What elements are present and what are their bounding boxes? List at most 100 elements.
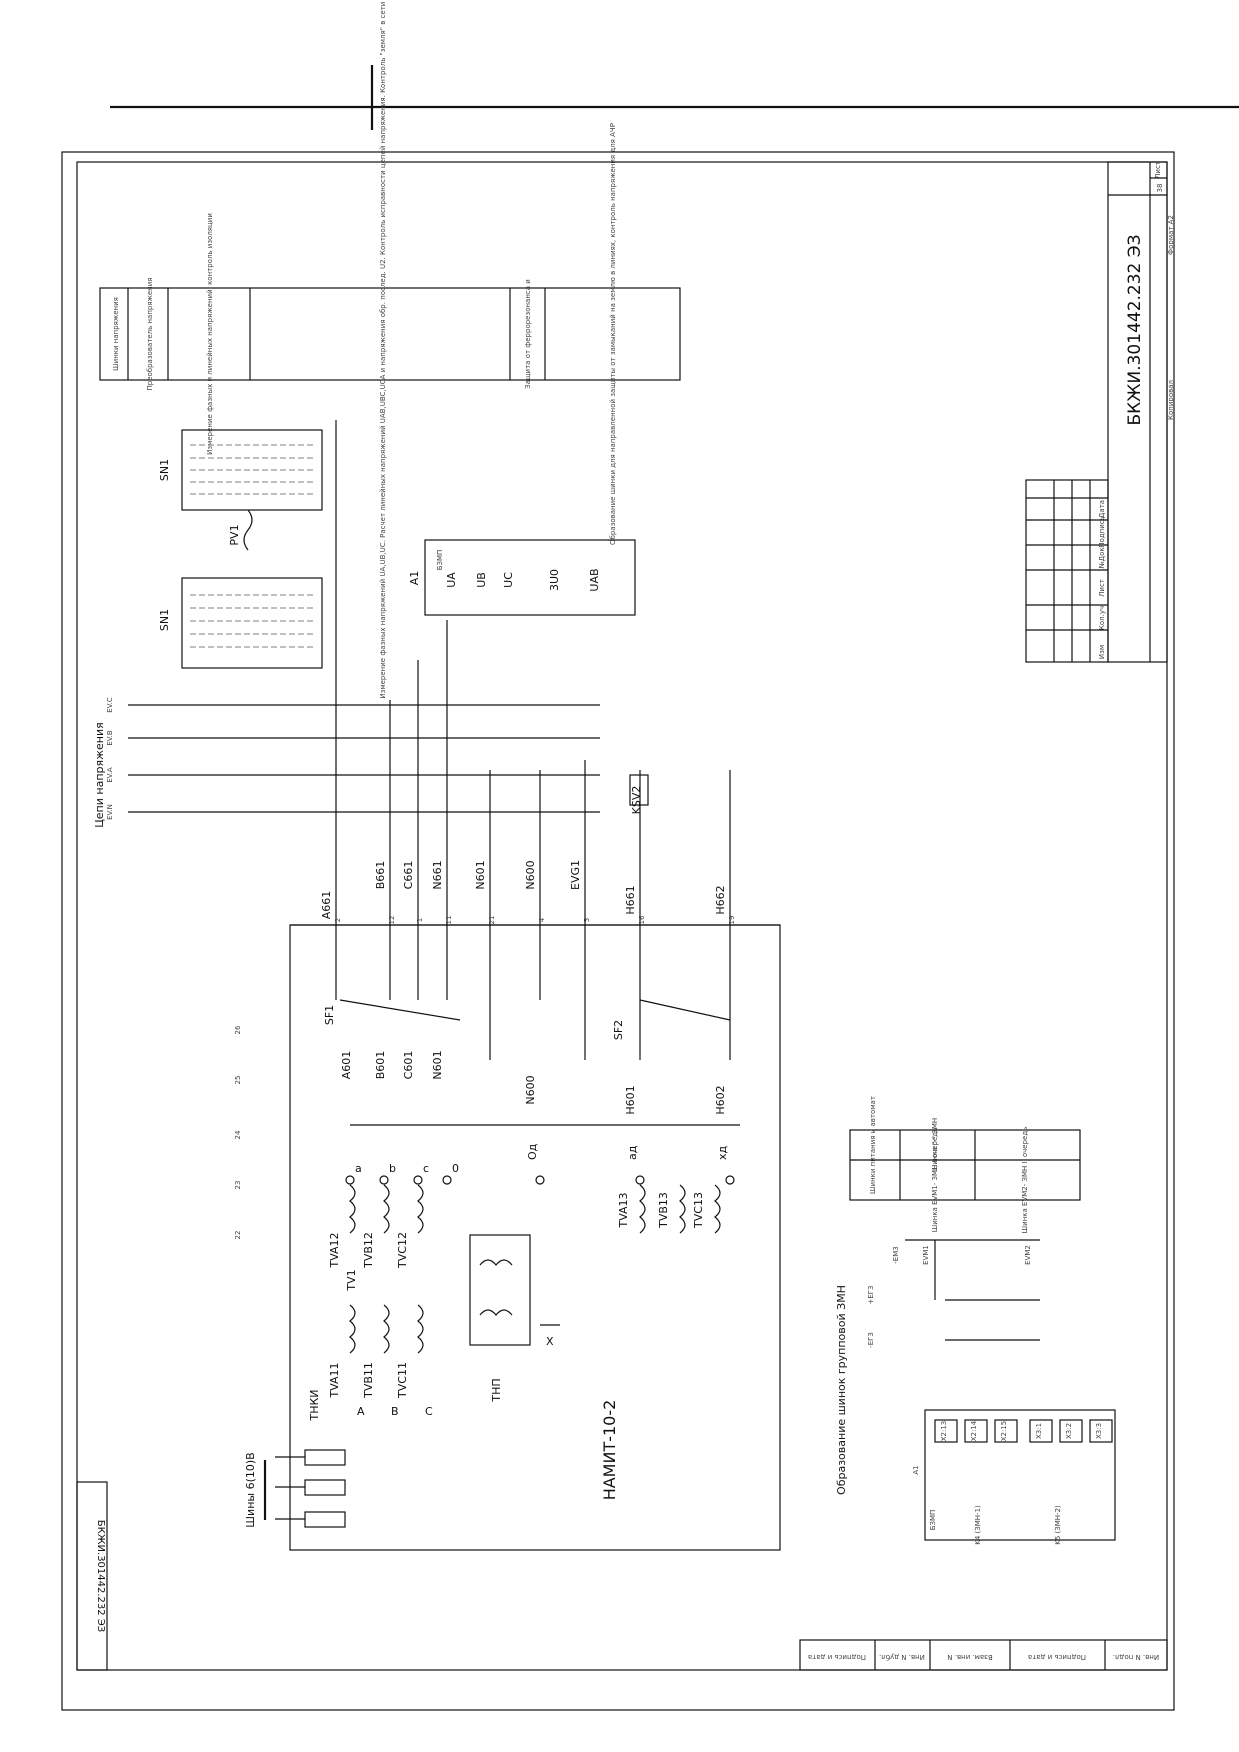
function-cell-4: Измерение фазных напряжений UA,UB,UC. Ра… (379, 0, 387, 699)
conductors: A661 B661 C661 N661 N601 N600 EVG1 H661 … (320, 420, 731, 1060)
svg-text:11: 11 (445, 916, 453, 925)
svg-text:B661: B661 (374, 861, 387, 890)
svg-text:2: 2 (334, 918, 342, 922)
function-cell-5: Защита от феррорезонанса и (524, 279, 532, 389)
svg-text:UB: UB (475, 572, 488, 588)
a1-bzmp-block: A1 БЗМП UA UB UC 3U0 UAB (408, 539, 636, 616)
svg-text:A661: A661 (320, 891, 333, 920)
svg-text:N600: N600 (524, 860, 537, 889)
svg-text:EV.B: EV.B (106, 730, 114, 746)
svg-text:N661: N661 (431, 860, 444, 889)
sf1-breaker: SF1 (323, 999, 461, 1025)
svg-text:SF1: SF1 (323, 1005, 336, 1025)
svg-text:UC: UC (502, 572, 515, 588)
svg-text:Кол.уч: Кол.уч (1098, 606, 1106, 630)
svg-text:X3:3: X3:3 (1095, 1423, 1103, 1439)
svg-text:b: b (389, 1162, 396, 1175)
svg-text:хд: хд (716, 1145, 729, 1160)
svg-text:Копировал: Копировал (1167, 380, 1175, 420)
svg-text:Шинки питания и автомат: Шинки питания и автомат (869, 1096, 877, 1194)
windings-additional: TVA13 TVB13 TVC13 (617, 1184, 721, 1234)
side-document-code: БКЖИ.301442.232 ЭЗ (95, 1520, 106, 1632)
svg-text:Од: Од (526, 1143, 539, 1160)
sn1-switch-top: SN1 (158, 429, 323, 511)
svg-text:B: B (391, 1405, 399, 1418)
svg-text:TVA12: TVA12 (328, 1232, 341, 1268)
svg-text:БЗМП: БЗМП (929, 1510, 937, 1531)
svg-text:TVA13: TVA13 (617, 1192, 630, 1228)
svg-text:C: C (425, 1405, 433, 1418)
svg-text:A1: A1 (408, 571, 421, 586)
svg-text:5: 5 (583, 918, 591, 922)
function-table: Шинки напряжения Преобразователь напряже… (99, 0, 681, 699)
group-zmn-buses: Образование шинок групповой ЗМН -EМ3 EVM… (835, 1239, 1040, 1495)
svg-text:ТНП: ТНП (490, 1378, 503, 1402)
svg-text:TVA11: TVA11 (328, 1362, 341, 1398)
svg-text:K5 (ЗМН-2): K5 (ЗМН-2) (1054, 1505, 1062, 1545)
svg-text:H602: H602 (714, 1085, 727, 1114)
svg-text:KSV2: KSV2 (630, 786, 643, 815)
function-cell-3: Измерение фазных и линейных напряжений, … (206, 213, 214, 455)
svg-text:ТНКИ: ТНКИ (308, 1389, 321, 1421)
svg-text:EVG1: EVG1 (569, 860, 582, 890)
outer-frame (61, 151, 1175, 1711)
svg-text:22: 22 (234, 1231, 242, 1240)
svg-text:X: X (546, 1335, 554, 1348)
svg-text:Формат А2: Формат А2 (1167, 215, 1175, 255)
svg-text:TVC13: TVC13 (692, 1192, 705, 1229)
svg-text:A1: A1 (912, 1465, 920, 1474)
svg-text:TVC11: TVC11 (396, 1362, 409, 1399)
svg-text:Дата: Дата (1098, 500, 1106, 518)
svg-text:N600: N600 (524, 1075, 537, 1104)
svg-text:26: 26 (234, 1025, 242, 1034)
secondary-terminals: a b c 0 Од ад хд (345, 1143, 735, 1185)
function-cell-6: Образование шинки для направленной защит… (609, 123, 617, 545)
svg-text:EVM2: EVM2 (1024, 1245, 1032, 1265)
svg-text:a: a (355, 1162, 362, 1175)
svg-text:0: 0 (452, 1162, 459, 1175)
svg-text:C661: C661 (402, 861, 415, 890)
svg-text:X2:13: X2:13 (940, 1421, 948, 1442)
tnp-transformer: ТНП X TV1 (345, 1234, 560, 1403)
svg-text:K4 (ЗМН-1): K4 (ЗМН-1) (974, 1505, 982, 1545)
svg-text:N601: N601 (431, 1050, 444, 1079)
voltage-circuit-buses: Цепи напряжения EV.C EV.B EV.A EV.N (93, 697, 600, 828)
svg-text:19: 19 (728, 916, 736, 925)
svg-text:БЗМП: БЗМП (436, 550, 444, 571)
svg-text:Шины 6(10)В: Шины 6(10)В (244, 1452, 257, 1527)
svg-text:Инв. N подл.: Инв. N подл. (1113, 1653, 1159, 1661)
svg-text:Шинка EVМ2- ЗМН II очередь: Шинка EVМ2- ЗМН II очередь (1021, 1127, 1029, 1234)
svg-text:SN1: SN1 (158, 609, 171, 631)
xp1-connector-row: 2 12 1 11 21 4 5 16 19 (290, 915, 780, 926)
svg-text:UA: UA (445, 572, 458, 588)
hv-bus-6-10kv: Шины 6(10)В (244, 1449, 346, 1528)
svg-text:TVB11: TVB11 (362, 1362, 375, 1399)
svg-text:Инв. N дубл.: Инв. N дубл. (879, 1653, 925, 1661)
drawing-frame (76, 161, 1168, 1671)
svg-text:21: 21 (488, 916, 496, 925)
svg-text:EV.C: EV.C (106, 697, 114, 713)
svg-text:A601: A601 (340, 1051, 353, 1080)
svg-text:X3:2: X3:2 (1065, 1423, 1073, 1439)
svg-text:X3:1: X3:1 (1035, 1423, 1043, 1439)
windings-main: TVA12 TVB12 TVC12 (328, 1184, 424, 1269)
svg-text:Лист: Лист (1098, 579, 1106, 597)
svg-text:-EМ3: -EМ3 (892, 1246, 900, 1263)
svg-text:Образование шинок групповой ЗМ: Образование шинок групповой ЗМН (835, 1285, 848, 1495)
windings-hv: TVA11 TVB11 TVC11 A B C ТНКИ (308, 1304, 433, 1422)
svg-text:Подпись: Подпись (1098, 516, 1106, 548)
svg-text:EVM1: EVM1 (922, 1245, 930, 1265)
svg-text:X2:14: X2:14 (970, 1420, 978, 1441)
svg-text:C601: C601 (402, 1051, 415, 1080)
svg-text:Лист: Лист (1154, 161, 1162, 179)
svg-text:B601: B601 (374, 1051, 387, 1080)
svg-text:Цепи напряжения: Цепи напряжения (93, 722, 106, 828)
svg-text:Шинка EVМ1- ЗМН I очередь: Шинка EVМ1- ЗМН I очередь (931, 1128, 939, 1233)
namit-label: НАМИТ-10-2 (600, 1400, 619, 1501)
svg-text:Взам. инв. N: Взам. инв. N (947, 1653, 992, 1661)
svg-text:+EГ3: +EГ3 (867, 1285, 875, 1304)
a1-terminal-block: X2:13 X2:14 X2:15 X3:1 X3:2 X3:3 A1 БЗМП… (912, 1409, 1116, 1545)
svg-text:UAB: UAB (588, 568, 601, 591)
svg-text:TVB12: TVB12 (362, 1232, 375, 1269)
